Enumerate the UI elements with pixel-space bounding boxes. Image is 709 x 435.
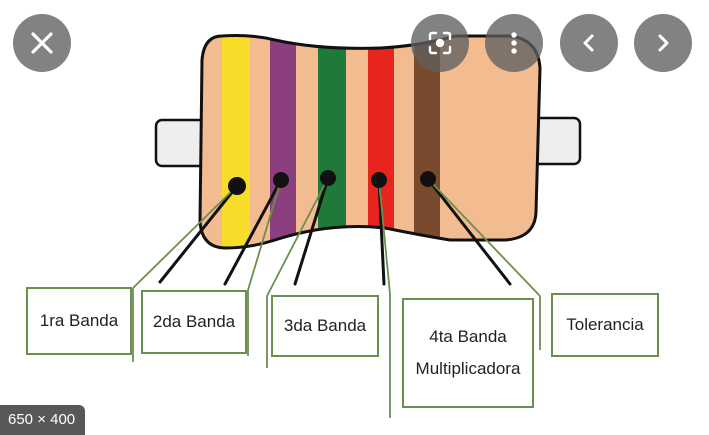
label-tolerance: Tolerancia: [551, 293, 659, 357]
more-vert-icon: [511, 32, 517, 54]
label-band-2-text: 2da Banda: [152, 311, 236, 331]
band-3: [318, 35, 346, 248]
band-1-marker: [228, 177, 246, 195]
more-options-button[interactable]: [485, 14, 543, 72]
close-icon: [31, 32, 53, 54]
band-1: [222, 35, 250, 248]
label-band-2: 2da Banda: [141, 290, 247, 354]
label-band-3: 3da Banda: [271, 295, 379, 357]
label-tolerance-text: Tolerancia: [566, 314, 644, 334]
lens-button[interactable]: [411, 14, 469, 72]
next-button[interactable]: [634, 14, 692, 72]
label-band-4-line1: 4ta Banda: [429, 326, 507, 346]
band-4-marker: [371, 172, 387, 188]
label-band-1: 1ra Banda: [26, 287, 132, 355]
band-5-marker: [420, 171, 436, 187]
lens-icon: [428, 31, 452, 55]
band-3-marker: [320, 170, 336, 186]
label-band-3-text: 3da Banda: [283, 315, 367, 335]
band-2-marker: [273, 172, 289, 188]
close-button[interactable]: [13, 14, 71, 72]
previous-button[interactable]: [560, 14, 618, 72]
image-dimensions-badge: 650 × 400: [0, 405, 86, 435]
chevron-right-icon: [658, 34, 669, 52]
band-2: [270, 35, 296, 248]
label-band-4-line2: Multiplicadora: [415, 359, 521, 378]
label-band-4: 4ta Banda Multiplicadora: [402, 298, 534, 408]
label-band-1-text: 1ra Banda: [39, 310, 119, 330]
chevron-left-icon: [583, 34, 594, 52]
